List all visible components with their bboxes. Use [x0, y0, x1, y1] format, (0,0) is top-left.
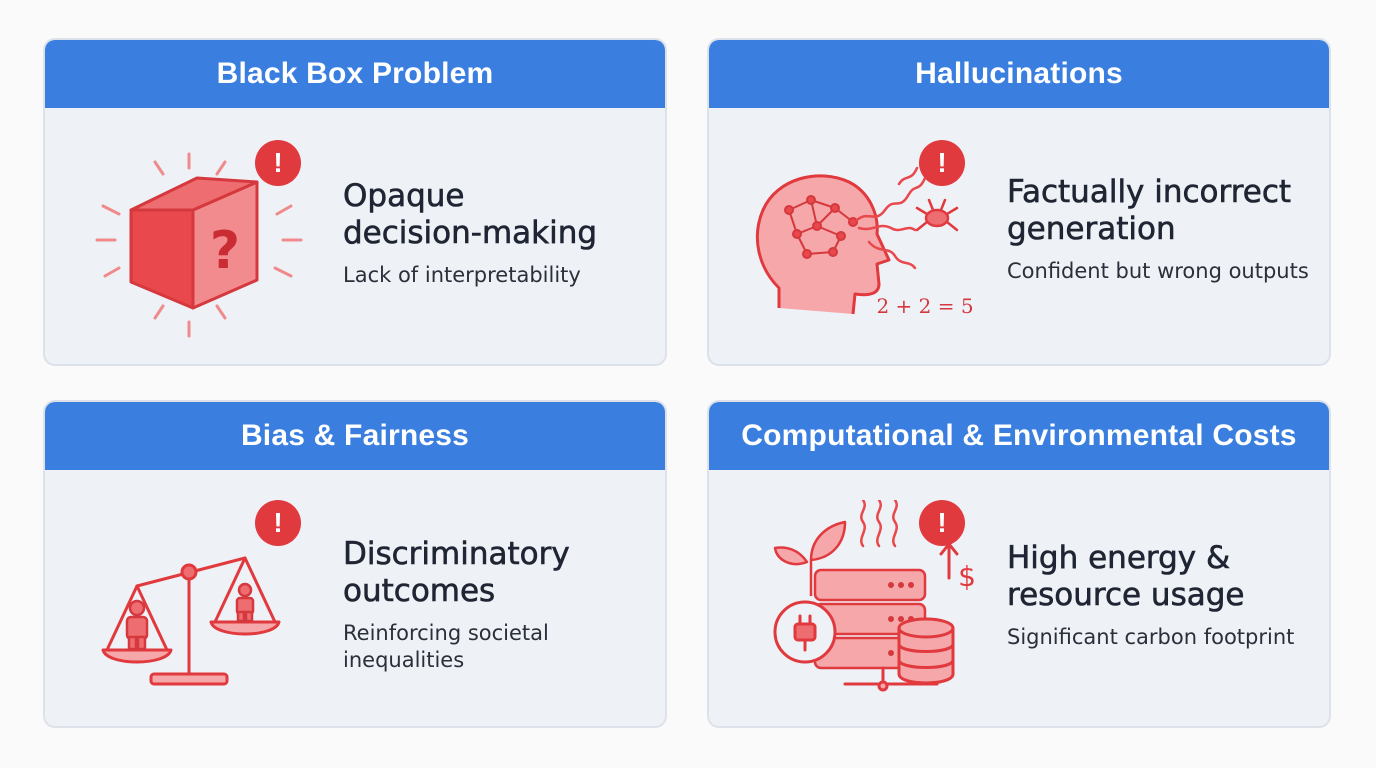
svg-text:?: ?: [210, 221, 240, 281]
card-title: Computational & Environmental Costs: [709, 402, 1329, 470]
card-headline: Opaque decision-making: [343, 178, 598, 252]
card-bias-fairness: Bias & Fairness: [43, 400, 667, 728]
svg-text:$: $: [958, 560, 976, 593]
warning-alert-icon: !: [919, 140, 965, 186]
server-energy-icon: $: [773, 500, 976, 692]
card-computational-costs: Computational & Environmental Costs: [707, 400, 1331, 728]
card-subline: Confident but wrong outputs: [1007, 259, 1309, 283]
card-headline: Discriminatory outcomes: [343, 536, 570, 610]
card-subline: Lack of interpretability: [343, 263, 581, 287]
card-subline: Significant carbon footprint: [1007, 625, 1295, 649]
card-subline: Reinforcing societal inequalities: [343, 621, 549, 672]
card-title: Bias & Fairness: [45, 402, 665, 470]
warning-alert-icon: !: [255, 140, 301, 186]
brain-head-bug-icon: 2 + 2 = 5: [755, 166, 974, 318]
card-black-box: Black Box Problem ? !: [43, 38, 667, 366]
card-title: Hallucinations: [709, 40, 1329, 108]
warning-alert-icon: !: [255, 500, 301, 546]
warning-alert-icon: !: [919, 500, 965, 546]
equation-label: 2 + 2 = 5: [876, 294, 973, 318]
card-title: Black Box Problem: [45, 40, 665, 108]
unbalanced-scale-icon: [101, 556, 281, 686]
card-headline: High energy & resource usage: [1007, 540, 1245, 614]
question-cube-icon: ?: [95, 152, 303, 338]
card-hallucinations: Hallucinations: [707, 38, 1331, 366]
card-headline: Factually incorrect generation: [1007, 174, 1292, 248]
